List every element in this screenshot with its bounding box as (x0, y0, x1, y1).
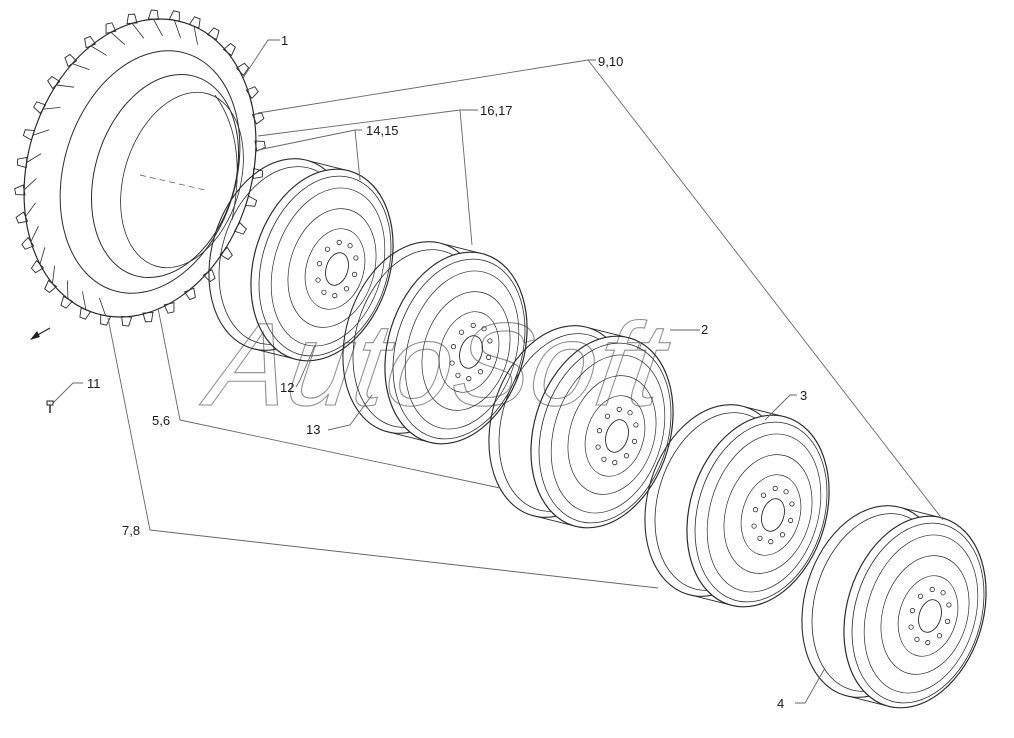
callout-13: 13 (306, 422, 320, 437)
callout-7-8: 7,8 (122, 523, 140, 538)
wheel-rim-c (488, 325, 674, 529)
direction-arrow-icon (30, 327, 51, 340)
wheel-rim-d (644, 404, 830, 608)
callout-labels: 1 9,10 16,17 14,15 2 3 4 5,6 7,8 11 12 1… (87, 33, 807, 711)
tire-part (14, 9, 266, 327)
callout-9-10: 9,10 (598, 54, 623, 69)
watermark-text: AutoSoft (195, 300, 677, 431)
callout-5-6: 5,6 (152, 413, 170, 428)
wheel-rim-b (342, 241, 528, 445)
callout-16-17: 16,17 (480, 103, 513, 118)
callout-3: 3 (800, 388, 807, 403)
leader-lines (52, 39, 944, 704)
callout-11: 11 (87, 376, 101, 391)
callout-2: 2 (701, 322, 708, 337)
bolt-part (46, 400, 54, 413)
callout-12: 12 (280, 380, 294, 395)
callout-1: 1 (281, 33, 288, 48)
wheel-rim-a (208, 158, 394, 362)
callout-14-15: 14,15 (366, 123, 399, 138)
callout-4: 4 (777, 696, 784, 711)
wheel-rim-e (801, 505, 987, 709)
